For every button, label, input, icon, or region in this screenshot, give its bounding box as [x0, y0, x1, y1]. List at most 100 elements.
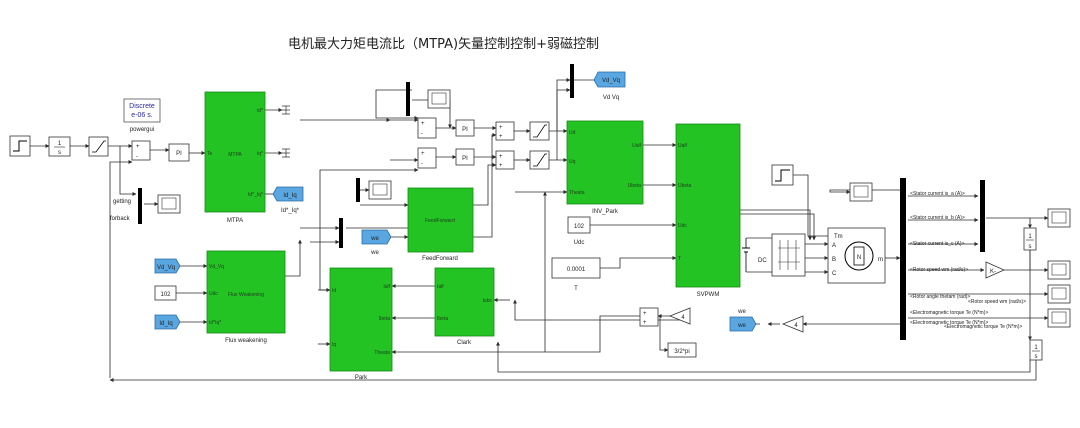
pole-pair-gain-right[interactable]: 4 — [781, 315, 804, 333]
flux-in1: Vd_Vq — [209, 264, 224, 270]
scope-angle[interactable] — [1047, 284, 1071, 304]
scope-currents[interactable] — [1047, 208, 1071, 228]
right-lower-num: 1 — [1034, 345, 1038, 351]
t-const-value: 0.0001 — [567, 267, 586, 273]
signal-stator-ia: <Stator current is_a (A)> — [910, 191, 965, 197]
udc-constant-block[interactable]: 102 Udc — [567, 216, 591, 246]
svg-text:+: + — [643, 320, 647, 326]
signal-te-1: <Electromagnetic torque Te (N*m)> — [910, 310, 988, 316]
right-upper-small-block[interactable]: 1 s — [1023, 227, 1037, 251]
clark-out2: Ibeta — [437, 316, 448, 322]
ud-saturation-block[interactable] — [529, 121, 550, 141]
bus-demux-top[interactable] — [406, 82, 410, 116]
bus-demux-ff[interactable] — [339, 218, 343, 248]
integrator-block[interactable]: 1 s — [48, 136, 71, 157]
motor-tm-port: Tm — [834, 234, 843, 240]
svpwm-block[interactable]: Ualf Ubeta Udc T SVPWM — [675, 123, 741, 298]
gain-left-text: 4 — [681, 315, 685, 321]
mtpa-port-in: Te — [207, 151, 213, 157]
right-upper-num: 1 — [1028, 234, 1032, 240]
clark-out1: Ialf — [437, 284, 444, 290]
three-half-pi-text: 3/2*pi — [674, 349, 689, 355]
mux-bar-speed[interactable] — [138, 188, 142, 224]
flux-udc-constant[interactable]: 102 — [154, 285, 177, 301]
svg-text:+: + — [136, 144, 140, 150]
svpwm-in2: Ubeta — [678, 183, 692, 189]
flux-vdvq-from-tag[interactable]: Vd_Vq — [154, 258, 181, 274]
speed-pi-label: PI — [176, 151, 182, 157]
feedforward-block[interactable]: FeedForward FeedForward — [407, 187, 474, 262]
uq-saturation-block[interactable] — [529, 150, 550, 170]
bus-mux-ff[interactable] — [356, 178, 360, 202]
udc-const-value: 102 — [574, 224, 585, 230]
powergui-label: powergui — [130, 127, 154, 133]
svg-text:+: + — [499, 125, 503, 131]
vd-vq-goto-tag[interactable]: Vd_Vq Vd Vq — [593, 71, 626, 101]
top-scope[interactable] — [427, 89, 451, 109]
park-out1: Id — [332, 288, 336, 294]
dc-label: DC — [758, 258, 767, 264]
bus-selector-bar[interactable] — [900, 178, 906, 340]
speed-pi-block[interactable]: PI — [168, 143, 190, 162]
flux-idiq-from-tag[interactable]: Id_Iq — [154, 314, 181, 330]
right-lower-den: s — [1035, 354, 1038, 360]
id-iq-goto-tag[interactable]: Id_Iq Id*_Iq* — [272, 186, 304, 214]
svpwm-in1: Ualf — [678, 143, 688, 149]
ud-ff-sum-block[interactable]: ++ — [495, 121, 515, 141]
dc-source[interactable]: DC — [742, 238, 767, 272]
scope-speed[interactable] — [1047, 260, 1071, 280]
svpwm-label: SVPWM — [697, 292, 720, 298]
gain-right-text: 4 — [794, 323, 798, 329]
scope-torque[interactable] — [1047, 308, 1071, 328]
speed-gain-block[interactable]: K- — [985, 261, 1005, 279]
rate-limiter-block[interactable] — [88, 136, 109, 157]
inverter-bridge-block[interactable] — [771, 233, 806, 277]
id-sum-block[interactable]: +- — [417, 117, 437, 139]
t-constant-block[interactable]: 0.0001 T — [551, 257, 601, 292]
terminator-2 — [282, 148, 290, 158]
load-torque-step-block[interactable] — [771, 164, 794, 186]
speed-gain-text: K- — [990, 269, 996, 275]
inv-park-in1: Ud — [569, 130, 576, 136]
mtpa-block[interactable]: MTPA Te id* iq* Id*_Iq* MTPA — [204, 91, 266, 224]
step-source-block[interactable] — [9, 135, 31, 157]
we-from-text: we — [370, 236, 379, 242]
park-in1: Ialf — [383, 284, 390, 290]
iq-pi-block[interactable]: PI — [455, 148, 475, 166]
motor-m-port: m — [878, 257, 883, 263]
flux-in3: Id*Iq* — [209, 320, 221, 326]
uq-ff-sum-block[interactable]: ++ — [495, 150, 515, 170]
motor-a-port: A — [832, 243, 836, 249]
bus-mux-vdvq[interactable] — [570, 64, 574, 98]
id-pi-block[interactable]: PI — [455, 119, 475, 137]
flux-weakening-block[interactable]: Vd_Vq Udc Id*Iq* Flux Weakening Flux wea… — [206, 250, 286, 344]
current-mux-bar[interactable] — [980, 180, 985, 252]
id-iq-goto-label: Id*_Iq* — [281, 208, 300, 214]
iq-sum-block[interactable]: +- — [417, 147, 437, 169]
pole-pair-gain-left[interactable]: 4 — [668, 307, 691, 325]
powergui-block[interactable]: Discrete e-06 s. powergui — [123, 98, 161, 133]
t-const-label: T — [574, 286, 578, 292]
park-block[interactable]: Ialf Ibeta Theata Id Iq Park — [329, 267, 393, 381]
we-goto-text: we — [737, 323, 746, 329]
pmsm-motor-block[interactable]: Tm A B C m N — [827, 227, 886, 284]
three-half-pi-constant[interactable]: 3/2*pi — [667, 342, 697, 358]
clark-block[interactable]: Iabc Ialf Ibeta Clark — [434, 267, 495, 346]
motor-scope[interactable] — [849, 182, 873, 202]
speed-sum-block[interactable]: + - — [131, 140, 151, 161]
mtpa-name: MTPA — [228, 152, 242, 158]
we-from-tag[interactable]: we we — [361, 229, 392, 256]
theta-sum-block[interactable]: ++ — [639, 307, 659, 327]
right-lower-small-block[interactable]: 1 s — [1029, 339, 1043, 361]
svg-text:-: - — [421, 161, 423, 167]
inv-park-block[interactable]: Ud Uq Theata Ualf Ubeta INV_Park — [566, 120, 644, 215]
flux-label: Flux weakening — [225, 338, 267, 344]
bus-selector-labels: <Stator current is_a (A)> <Stator curren… — [910, 191, 1026, 330]
we-goto-tag[interactable]: we we — [729, 309, 757, 332]
speed-scope[interactable] — [157, 194, 181, 214]
feedforward-name: FeedForward — [425, 218, 455, 224]
svg-text:-: - — [421, 131, 423, 137]
iq-pi-label: PI — [462, 156, 468, 162]
ff-scope[interactable] — [368, 180, 392, 200]
